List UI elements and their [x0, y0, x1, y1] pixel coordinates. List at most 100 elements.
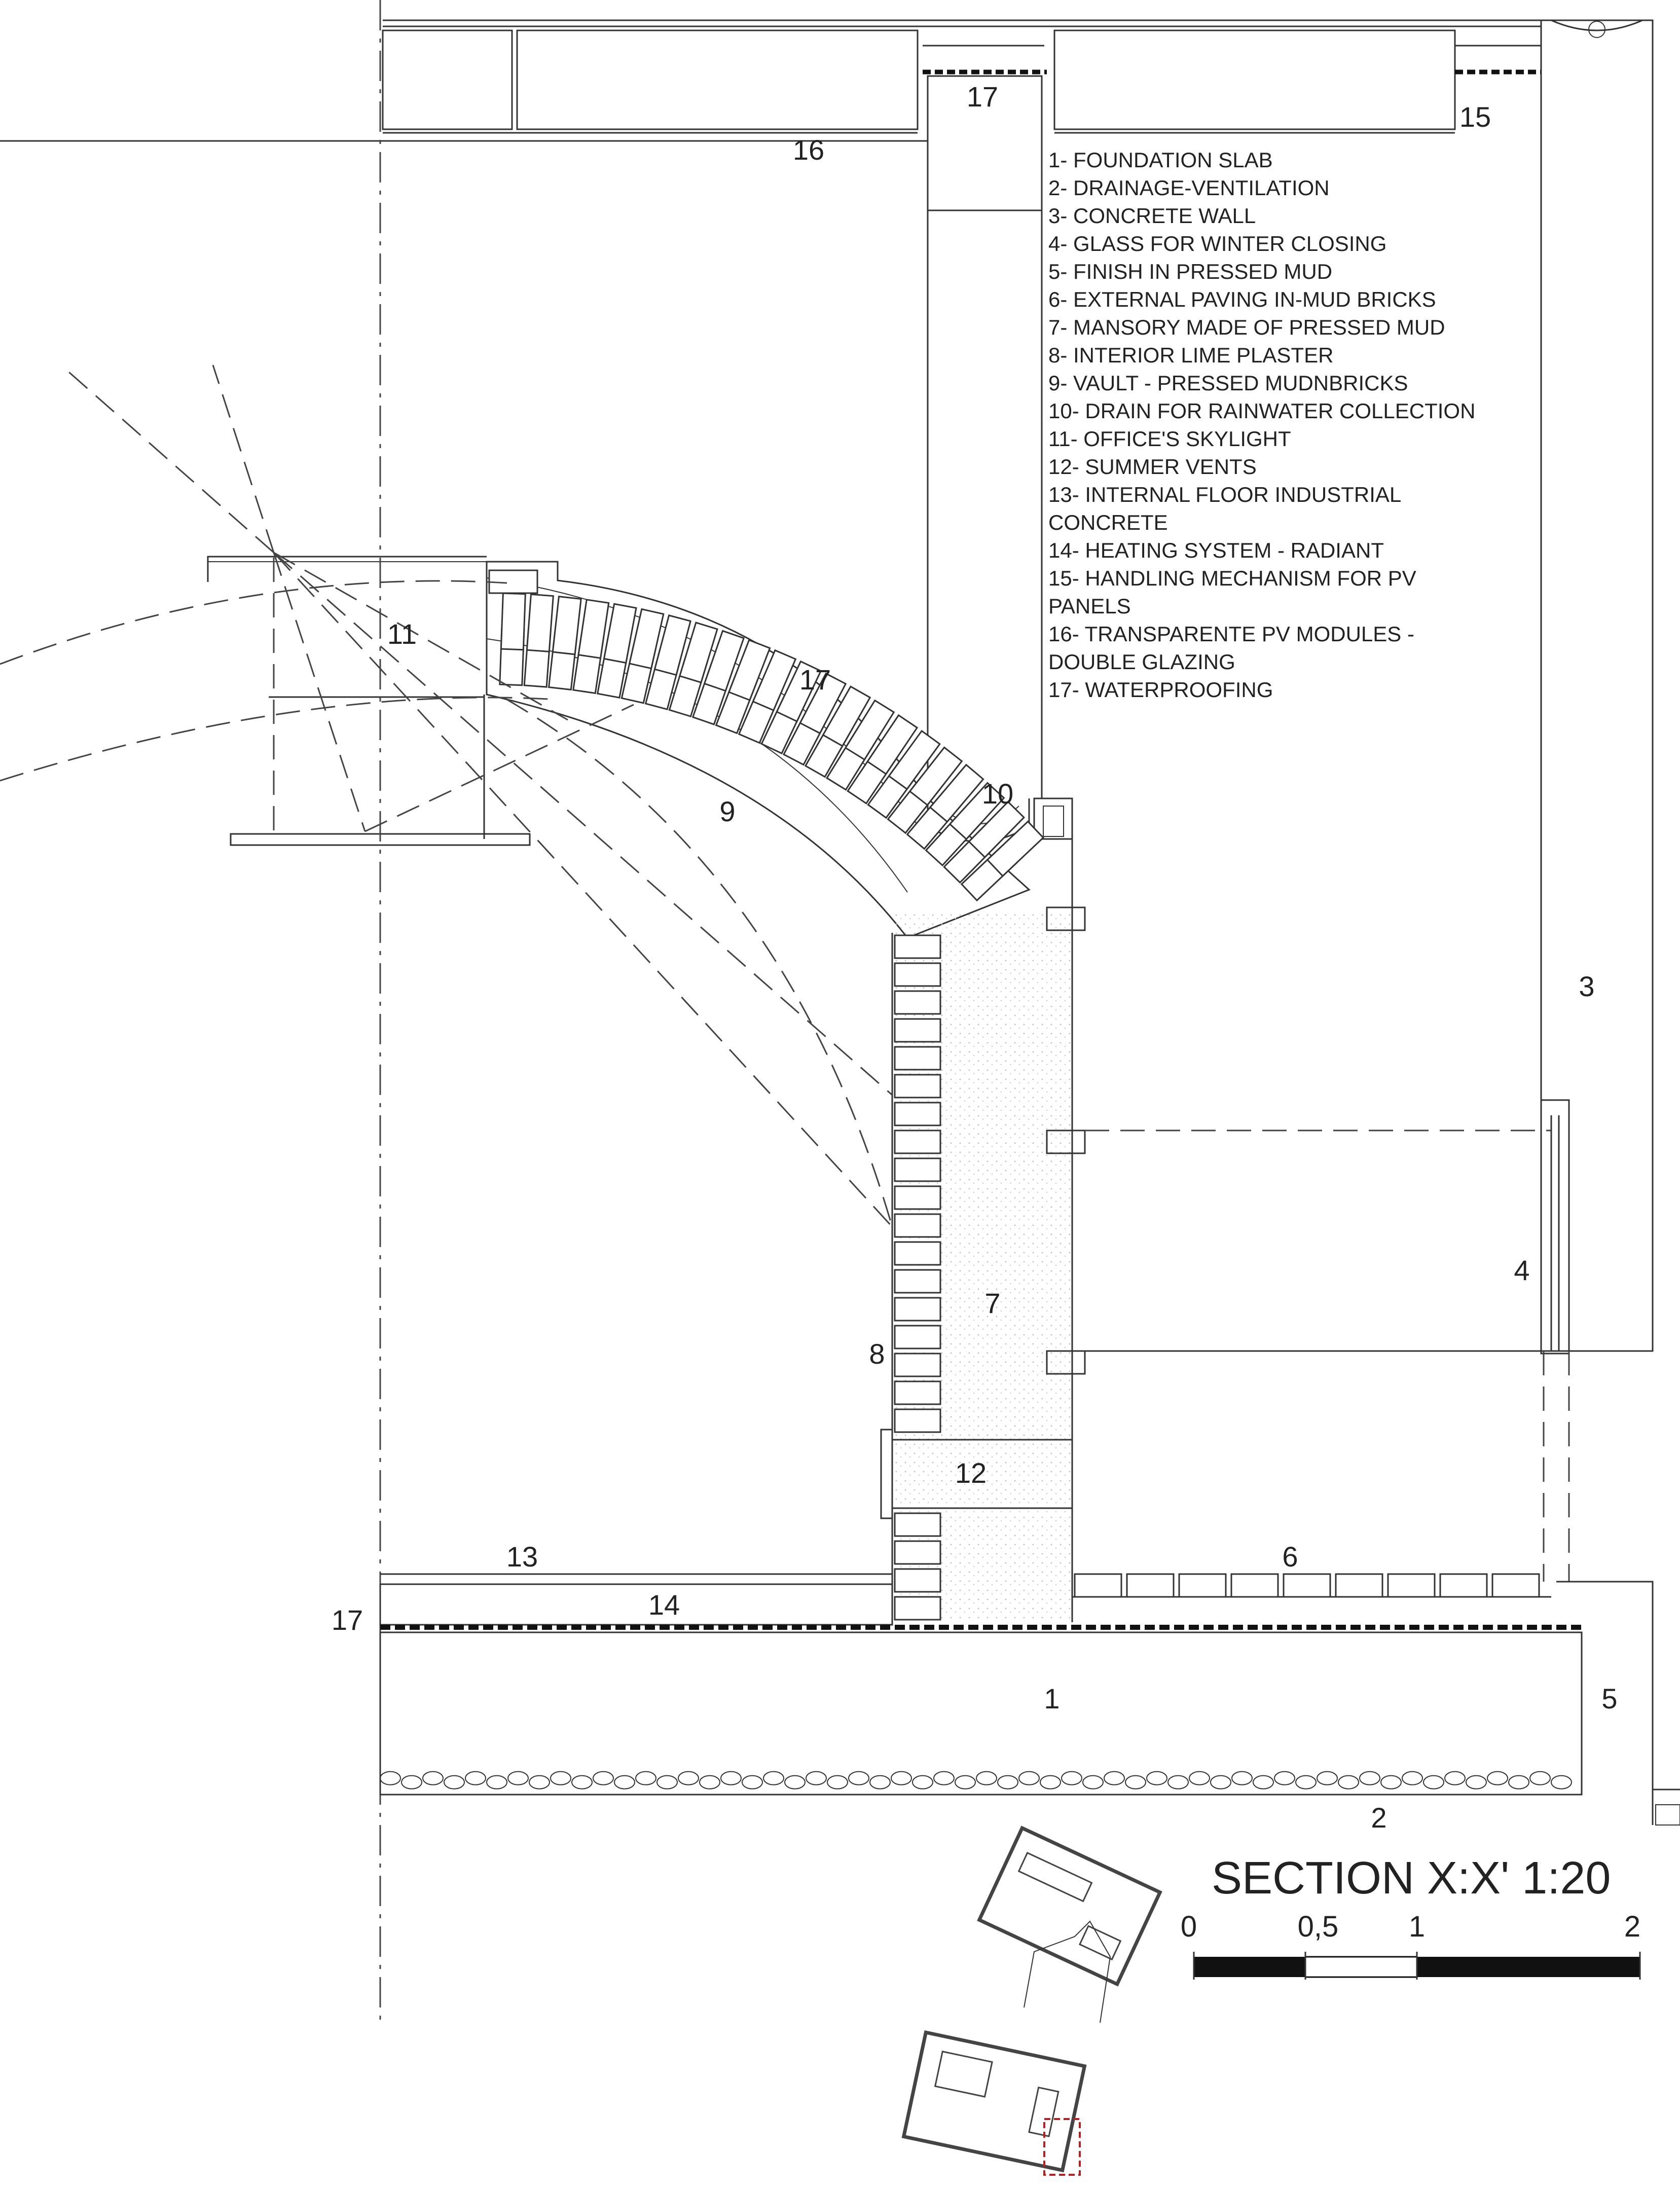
callout-14: 14 [648, 1589, 680, 1621]
masonry-wall [891, 839, 1086, 1622]
legend-item: 17- WATERPROOFING [1048, 678, 1273, 702]
callout-11: 11 [387, 618, 417, 650]
gravel-stone [1551, 1775, 1572, 1790]
legend-item: 14- HEATING SYSTEM - RADIANT [1048, 538, 1384, 562]
wall-brick [894, 1297, 941, 1322]
legend-item: 4- GLASS FOR WINTER CLOSING [1048, 232, 1386, 256]
callout-5: 5 [1601, 1683, 1617, 1714]
gravel-stone [1061, 1771, 1082, 1785]
gravel-stone [593, 1771, 614, 1785]
gravel-stone [571, 1775, 593, 1790]
gravel-stone [486, 1775, 507, 1790]
legend-item: 11- OFFICE'S SKYLIGHT [1048, 427, 1291, 451]
gravel-stone [806, 1771, 827, 1785]
gravel-stone [784, 1775, 806, 1790]
vault-bricks [499, 592, 1045, 902]
legend-item: 5- FINISH IN PRESSED MUD [1048, 260, 1332, 283]
vault-brick [776, 660, 822, 722]
paving-brick [1491, 1573, 1540, 1598]
wall-brick [894, 1568, 941, 1593]
vault-brick [908, 746, 963, 807]
vault-brick [577, 599, 610, 659]
section-marker [1043, 2118, 1081, 2176]
vault-brick [526, 593, 554, 652]
callout-15: 15 [1459, 101, 1491, 133]
gravel-stone [1529, 1771, 1551, 1785]
legend-item: 1- FOUNDATION SLAB [1048, 148, 1273, 172]
gravel-stone [550, 1771, 571, 1785]
callout-7: 7 [984, 1287, 1000, 1319]
gravel-stone [933, 1771, 955, 1785]
wall-brick [894, 1046, 941, 1071]
callout-17-floor: 17 [332, 1604, 363, 1636]
wall-brick [894, 1380, 941, 1405]
paving-brick [1230, 1573, 1279, 1598]
concrete-wall [1540, 19, 1654, 1352]
callout-6: 6 [1282, 1541, 1298, 1573]
gravel-stone [380, 1771, 401, 1785]
gravel-stone [507, 1771, 529, 1785]
plaster-bricks [894, 934, 941, 1621]
vault-brick [929, 763, 984, 823]
gravel-stone [1274, 1771, 1295, 1785]
gravel-stone [1359, 1771, 1380, 1785]
wall-brick [894, 1540, 941, 1565]
gravel-stone [1466, 1775, 1487, 1790]
gravel-stone [1231, 1771, 1253, 1785]
vault-brick [986, 820, 1045, 878]
gravel-stone [955, 1775, 976, 1790]
wall-brick [894, 1241, 941, 1266]
paving-brick [1335, 1573, 1383, 1598]
gravel-stone [614, 1775, 635, 1790]
gravel-stone [465, 1771, 486, 1785]
gravel-stone [742, 1775, 763, 1790]
scale-tick-0: 0 [1181, 1910, 1197, 1943]
gravel-stone [1380, 1775, 1402, 1790]
legend-item: 2- DRAINAGE-VENTILATION [1048, 176, 1330, 200]
legend: 1- FOUNDATION SLAB 2- DRAINAGE-VENTILATI… [1048, 148, 1475, 702]
gravel-stone [1104, 1771, 1125, 1785]
legend-item: 8- INTERIOR LIME PLASTER [1048, 343, 1333, 367]
parapet-column [927, 210, 1043, 798]
callout-10: 10 [982, 778, 1013, 810]
gravel-stone [1210, 1775, 1231, 1790]
callout-17-roof: 17 [967, 81, 998, 113]
legend-item: DOUBLE GLAZING [1048, 650, 1235, 674]
vault-brick [968, 800, 1025, 859]
callout-9: 9 [719, 795, 735, 827]
legend-item: 15- HANDLING MECHANISM FOR PV [1048, 566, 1416, 590]
callout-3: 3 [1579, 970, 1594, 1002]
wall-brick [894, 962, 941, 987]
vault-brick [500, 592, 526, 651]
gravel-stone [848, 1771, 869, 1785]
vault-brick [552, 596, 582, 655]
callout-12: 12 [955, 1457, 987, 1489]
paving-brick [1439, 1573, 1488, 1598]
legend-item: 16- TRANSPARENTE PV MODULES - [1048, 622, 1414, 646]
vault-brick [678, 622, 718, 684]
gravel-stone [827, 1775, 848, 1790]
pv-roof [0, 19, 1541, 211]
gravel-stone [976, 1771, 997, 1785]
gravel-stone [529, 1775, 550, 1790]
gravel-stone [1189, 1771, 1210, 1785]
wall-brick [894, 990, 941, 1015]
gravel-stone [656, 1775, 678, 1790]
paving-brick [1178, 1573, 1227, 1598]
wall-brick [894, 934, 941, 959]
gravel-stone [763, 1771, 784, 1785]
vault-brick [752, 649, 797, 712]
wall-brick [894, 1353, 941, 1377]
vault-brick [727, 639, 771, 702]
wall-brick [894, 1325, 941, 1349]
summer-vent [880, 1429, 1073, 1519]
paving-brick [1387, 1573, 1436, 1598]
vault-brick [866, 714, 919, 775]
gravel-stone [1444, 1771, 1466, 1785]
gravel-stone [1317, 1771, 1338, 1785]
gravel-stone [720, 1771, 742, 1785]
legend-item: 9- VAULT - PRESSED MUDNBRICKS [1048, 371, 1408, 395]
vault-brick [844, 699, 895, 761]
paving-brick [1283, 1573, 1331, 1598]
